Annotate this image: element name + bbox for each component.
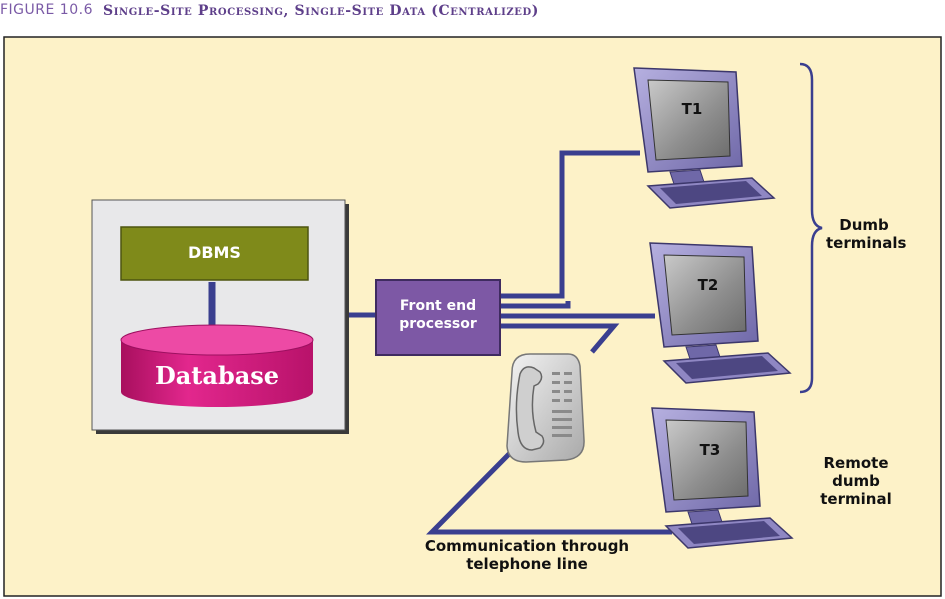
remote-terminal-label-line2: dumb: [832, 472, 880, 490]
telephone-line-label-line2: telephone line: [466, 555, 588, 573]
remote-terminal-label-line1: Remote: [823, 454, 889, 472]
figure-title: Single-Site Processing, Single-Site Data…: [102, 3, 540, 19]
front-end-processor: [375, 279, 501, 356]
figure-number: FIGURE 10.6: [0, 2, 93, 18]
fep-label-line2: processor: [399, 316, 477, 332]
terminal-t1-label: T1: [681, 100, 703, 118]
terminal-t3-label: T3: [699, 441, 721, 459]
dumb-terminals-brace: [799, 62, 823, 394]
cable-to-phone: [498, 323, 620, 354]
dbms-label: DBMS: [188, 243, 241, 262]
dumb-terminals-label-line2: terminals: [826, 234, 907, 252]
telephone-line-cable: [426, 451, 672, 535]
fep-label-line1: Front end: [399, 298, 477, 314]
terminal-t3: [651, 407, 794, 549]
dumb-terminals-label-line1: Dumb: [839, 216, 889, 234]
telephone-icon: [506, 353, 585, 463]
cable-to-t2: [498, 301, 571, 309]
telephone-line-label-line1: Communication through: [424, 537, 630, 555]
host-computer: [91, 199, 349, 434]
terminal-t1: [633, 67, 776, 209]
database-cylinder: [120, 324, 314, 407]
terminal-t2: [649, 242, 792, 384]
cable-to-t1: [498, 150, 640, 299]
remote-terminal-label-line3: terminal: [820, 490, 892, 508]
terminal-t2-label: T2: [697, 276, 719, 294]
figure-header: FIGURE 10.6 Single-Site Processing, Singl…: [0, 0, 539, 24]
cables: [345, 150, 672, 535]
database-label: Database: [154, 361, 280, 390]
dbms-box: [120, 226, 309, 281]
